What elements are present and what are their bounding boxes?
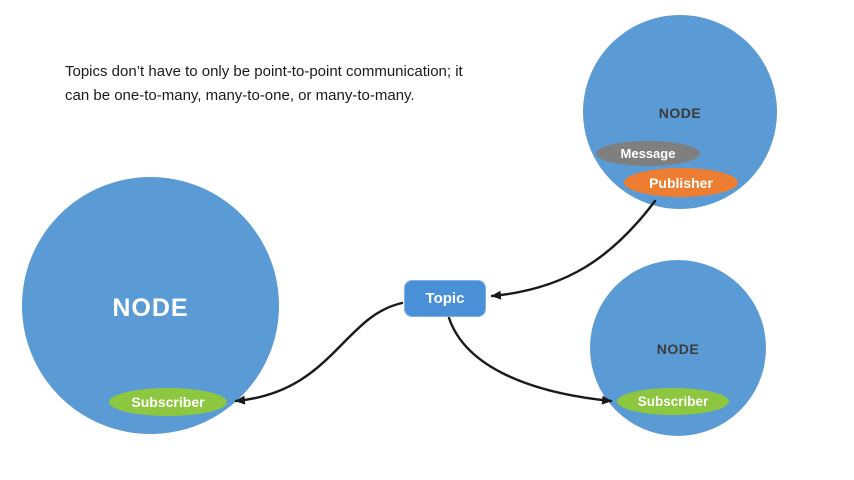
top-right-node-circle: NODE Message Publisher: [583, 15, 777, 209]
bottom-right-subscriber-ellipse: Subscriber: [617, 388, 729, 415]
caption-line-2: can be one-to-many, many-to-one, or many…: [65, 87, 415, 104]
publisher-ellipse: Publisher: [624, 168, 738, 197]
arrow-topic-to-right-subscriber: [447, 316, 613, 405]
message-label: Message: [620, 146, 676, 161]
caption: Topics don’t have to only be point-to-po…: [65, 60, 463, 108]
left-subscriber-label: Subscriber: [131, 394, 205, 410]
message-ellipse: Message: [596, 141, 700, 166]
left-node-label: NODE: [112, 294, 189, 322]
topic-box: Topic: [404, 280, 486, 317]
top-right-node-label: NODE: [658, 105, 702, 121]
bottom-right-node-label: NODE: [656, 341, 700, 357]
bottom-right-node-circle: NODE Subscriber: [590, 260, 766, 436]
topic-label: Topic: [425, 290, 465, 307]
publisher-label: Publisher: [649, 174, 713, 191]
bottom-right-subscriber-label: Subscriber: [637, 394, 709, 409]
left-subscriber-ellipse: Subscriber: [109, 388, 227, 416]
left-node-circle: NODE Subscriber: [22, 177, 279, 434]
caption-line-1: Topics don’t have to only be point-to-po…: [65, 63, 463, 80]
